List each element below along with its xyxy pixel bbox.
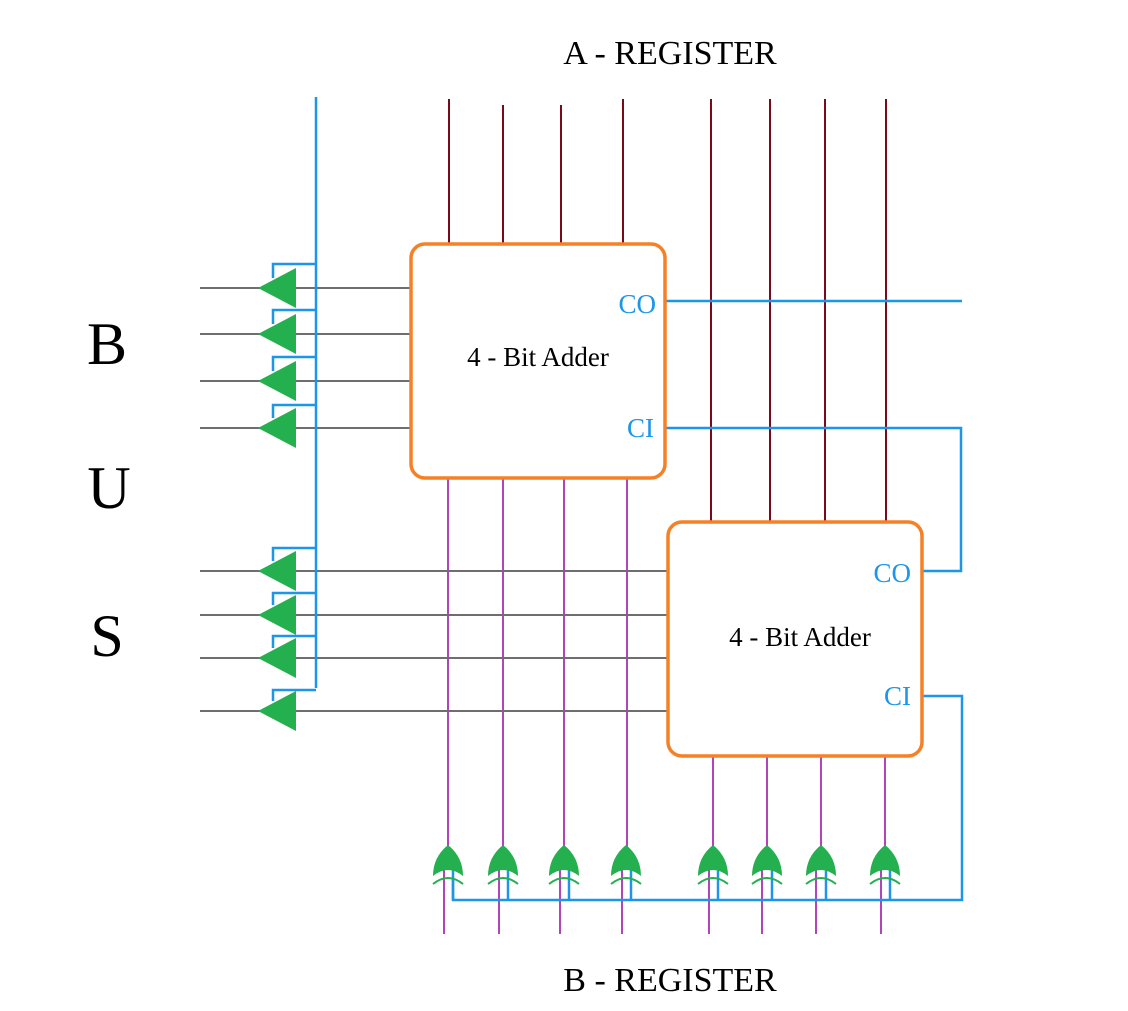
xor-gate-body (870, 845, 900, 876)
buffer-enable-wire (271, 308, 316, 324)
xor-gate-body (698, 845, 728, 876)
tristate-buffers (258, 268, 296, 731)
xor-gate-icon (610, 845, 642, 885)
xor-gate-body (549, 845, 579, 876)
b-register-title: B - REGISTER (563, 962, 777, 999)
xor-gates (432, 845, 901, 885)
xor-gate-input-arc (869, 877, 901, 885)
xor-gate-icon (487, 845, 519, 885)
xor-gate-body (611, 845, 641, 876)
xor-gate-body (433, 845, 463, 876)
adder-2-label: 4 - Bit Adder (729, 622, 871, 652)
buffer-enable-wire (271, 546, 316, 561)
tristate-buffer-icon (258, 314, 296, 354)
tristate-buffer-icon (258, 551, 296, 591)
xor-gate-icon (869, 845, 901, 885)
xor-gate-icon (432, 845, 464, 885)
adder-2-carry-out-label: CO (873, 558, 911, 588)
xor-gate-input-arc (548, 877, 580, 885)
xor-gate-input-arc (432, 877, 464, 885)
buffer-enable-wire (271, 403, 316, 418)
adder-2-carry-in-label: CI (884, 681, 911, 711)
buffer-enable-wire (271, 591, 316, 605)
control-wires (271, 97, 964, 902)
tristate-buffer-icon (258, 361, 296, 401)
xor-gate-icon (805, 845, 837, 885)
adder-1-carry-in-label: CI (627, 413, 654, 443)
buffer-enable-wire (271, 688, 316, 701)
buffer-enable-wire (271, 262, 316, 278)
tristate-buffer-icon (258, 638, 296, 678)
xor-gate-input-arc (610, 877, 642, 885)
a-register-wires (448, 99, 887, 522)
xor-gate-icon (548, 845, 580, 885)
buffer-enable-wire (271, 634, 316, 648)
buffer-enable-wire (271, 355, 316, 371)
b-register-wires (443, 478, 886, 934)
a-register-title: A - REGISTER (563, 35, 777, 72)
adder-1: 4 - Bit Adder CO CI (409, 242, 667, 480)
xor-gate-input-arc (805, 877, 837, 885)
bus-letter-u: U (87, 455, 130, 521)
xor-gate-input-arc (751, 877, 783, 885)
xor-gate-icon (751, 845, 783, 885)
tristate-buffer-icon (258, 408, 296, 448)
tristate-buffer-icon (258, 268, 296, 308)
adder-2-box (666, 520, 924, 758)
xor-gate-body (488, 845, 518, 876)
xor-gate-body (752, 845, 782, 876)
adder-1-label: 4 - Bit Adder (467, 342, 609, 372)
xor-gate-body (806, 845, 836, 876)
adder-1-carry-out-label: CO (618, 289, 656, 319)
xor-gate-input-arc (487, 877, 519, 885)
tristate-buffer-icon (258, 595, 296, 635)
xor-gate-input-arc (697, 877, 729, 885)
bus-letter-b: B (87, 311, 127, 377)
adder-1-box (409, 242, 667, 480)
xor-gate-icon (697, 845, 729, 885)
adder-2: 4 - Bit Adder CO CI (666, 520, 924, 758)
tristate-buffer-icon (258, 691, 296, 731)
bus-letter-s: S (90, 603, 123, 669)
carry-chain-wire (666, 426, 963, 573)
